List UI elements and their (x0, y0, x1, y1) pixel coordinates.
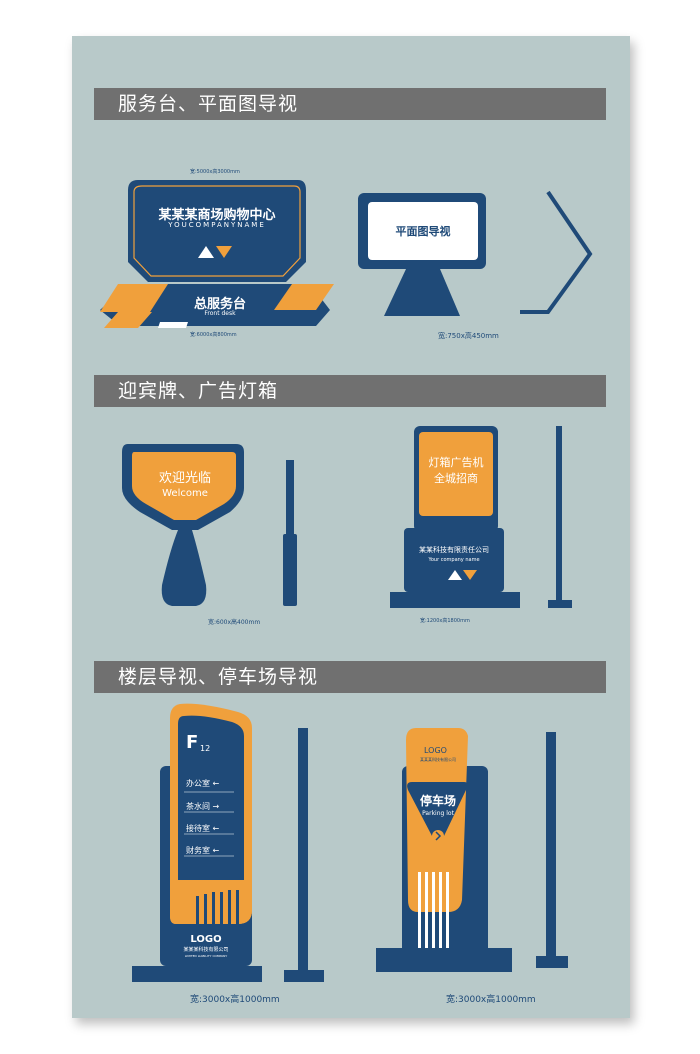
welcome-sign (122, 444, 297, 606)
lightbox-sign (390, 426, 572, 608)
floor-guide-company: 某某某科技有限公司 (183, 947, 229, 953)
parking-logo: LOGO (424, 746, 447, 755)
mall-name: 某某某商场购物中心 (158, 208, 276, 223)
floor-number-sub: 12 (200, 744, 211, 753)
floor-guide-dim: 宽:3000x高1000mm (190, 995, 280, 1005)
parking-label-en: Parking lot (422, 810, 454, 817)
floor-plan-label: 平面图导视 (395, 225, 451, 238)
room-item: 办公室 ← (186, 779, 220, 788)
floor-plan-sign (358, 193, 486, 316)
arrow-stand (520, 190, 593, 314)
floor-guide-logo: LOGO (190, 934, 222, 945)
lightbox-company-en: Your company name (428, 557, 480, 563)
service-desk-dim-bottom: 宽:6000x高800mm (190, 332, 237, 338)
room-item: 接待室 ← (186, 824, 220, 833)
mall-subtitle: YOUCOMPANYNAME (168, 221, 266, 229)
floor-number: F (186, 732, 199, 753)
floor-plan-dim: 宽:750x高450mm (438, 332, 499, 340)
parking-company: 某某某科技有限公司 (420, 757, 456, 762)
lightbox-line2: 全城招商 (434, 472, 478, 485)
parking-dim: 宽:3000x高1000mm (446, 995, 536, 1005)
parking-label: 停车场 (419, 794, 456, 808)
welcome-label-en: Welcome (162, 488, 208, 499)
floor-guide-company-en: LIMITED LIABILITY COMPANY (184, 954, 228, 958)
welcome-label: 欢迎光临 (158, 471, 211, 486)
desk-sublabel: Front desk (204, 310, 236, 317)
service-desk-sign (100, 180, 334, 328)
lightbox-dim: 宽:1200x高1800mm (420, 618, 470, 624)
desk-label: 总服务台 (193, 297, 246, 312)
lightbox-company: 某某科技有限责任公司 (419, 546, 489, 554)
welcome-dim: 宽:600x高400mm (208, 619, 261, 626)
section-title-floor: 楼层导视、停车场导视 (94, 661, 606, 693)
lightbox-line1: 灯箱广告机 (428, 456, 484, 469)
parking-sign (376, 728, 568, 972)
floor-guide-sign (132, 703, 324, 982)
room-item: 财务室 ← (186, 846, 220, 855)
service-desk-dim-top: 宽:5000x高3000mm (190, 169, 240, 175)
room-item: 茶水间 → (186, 802, 220, 811)
section-title-service: 服务台、平面图导视 (94, 88, 606, 120)
section-title-welcome: 迎宾牌、广告灯箱 (94, 375, 606, 407)
